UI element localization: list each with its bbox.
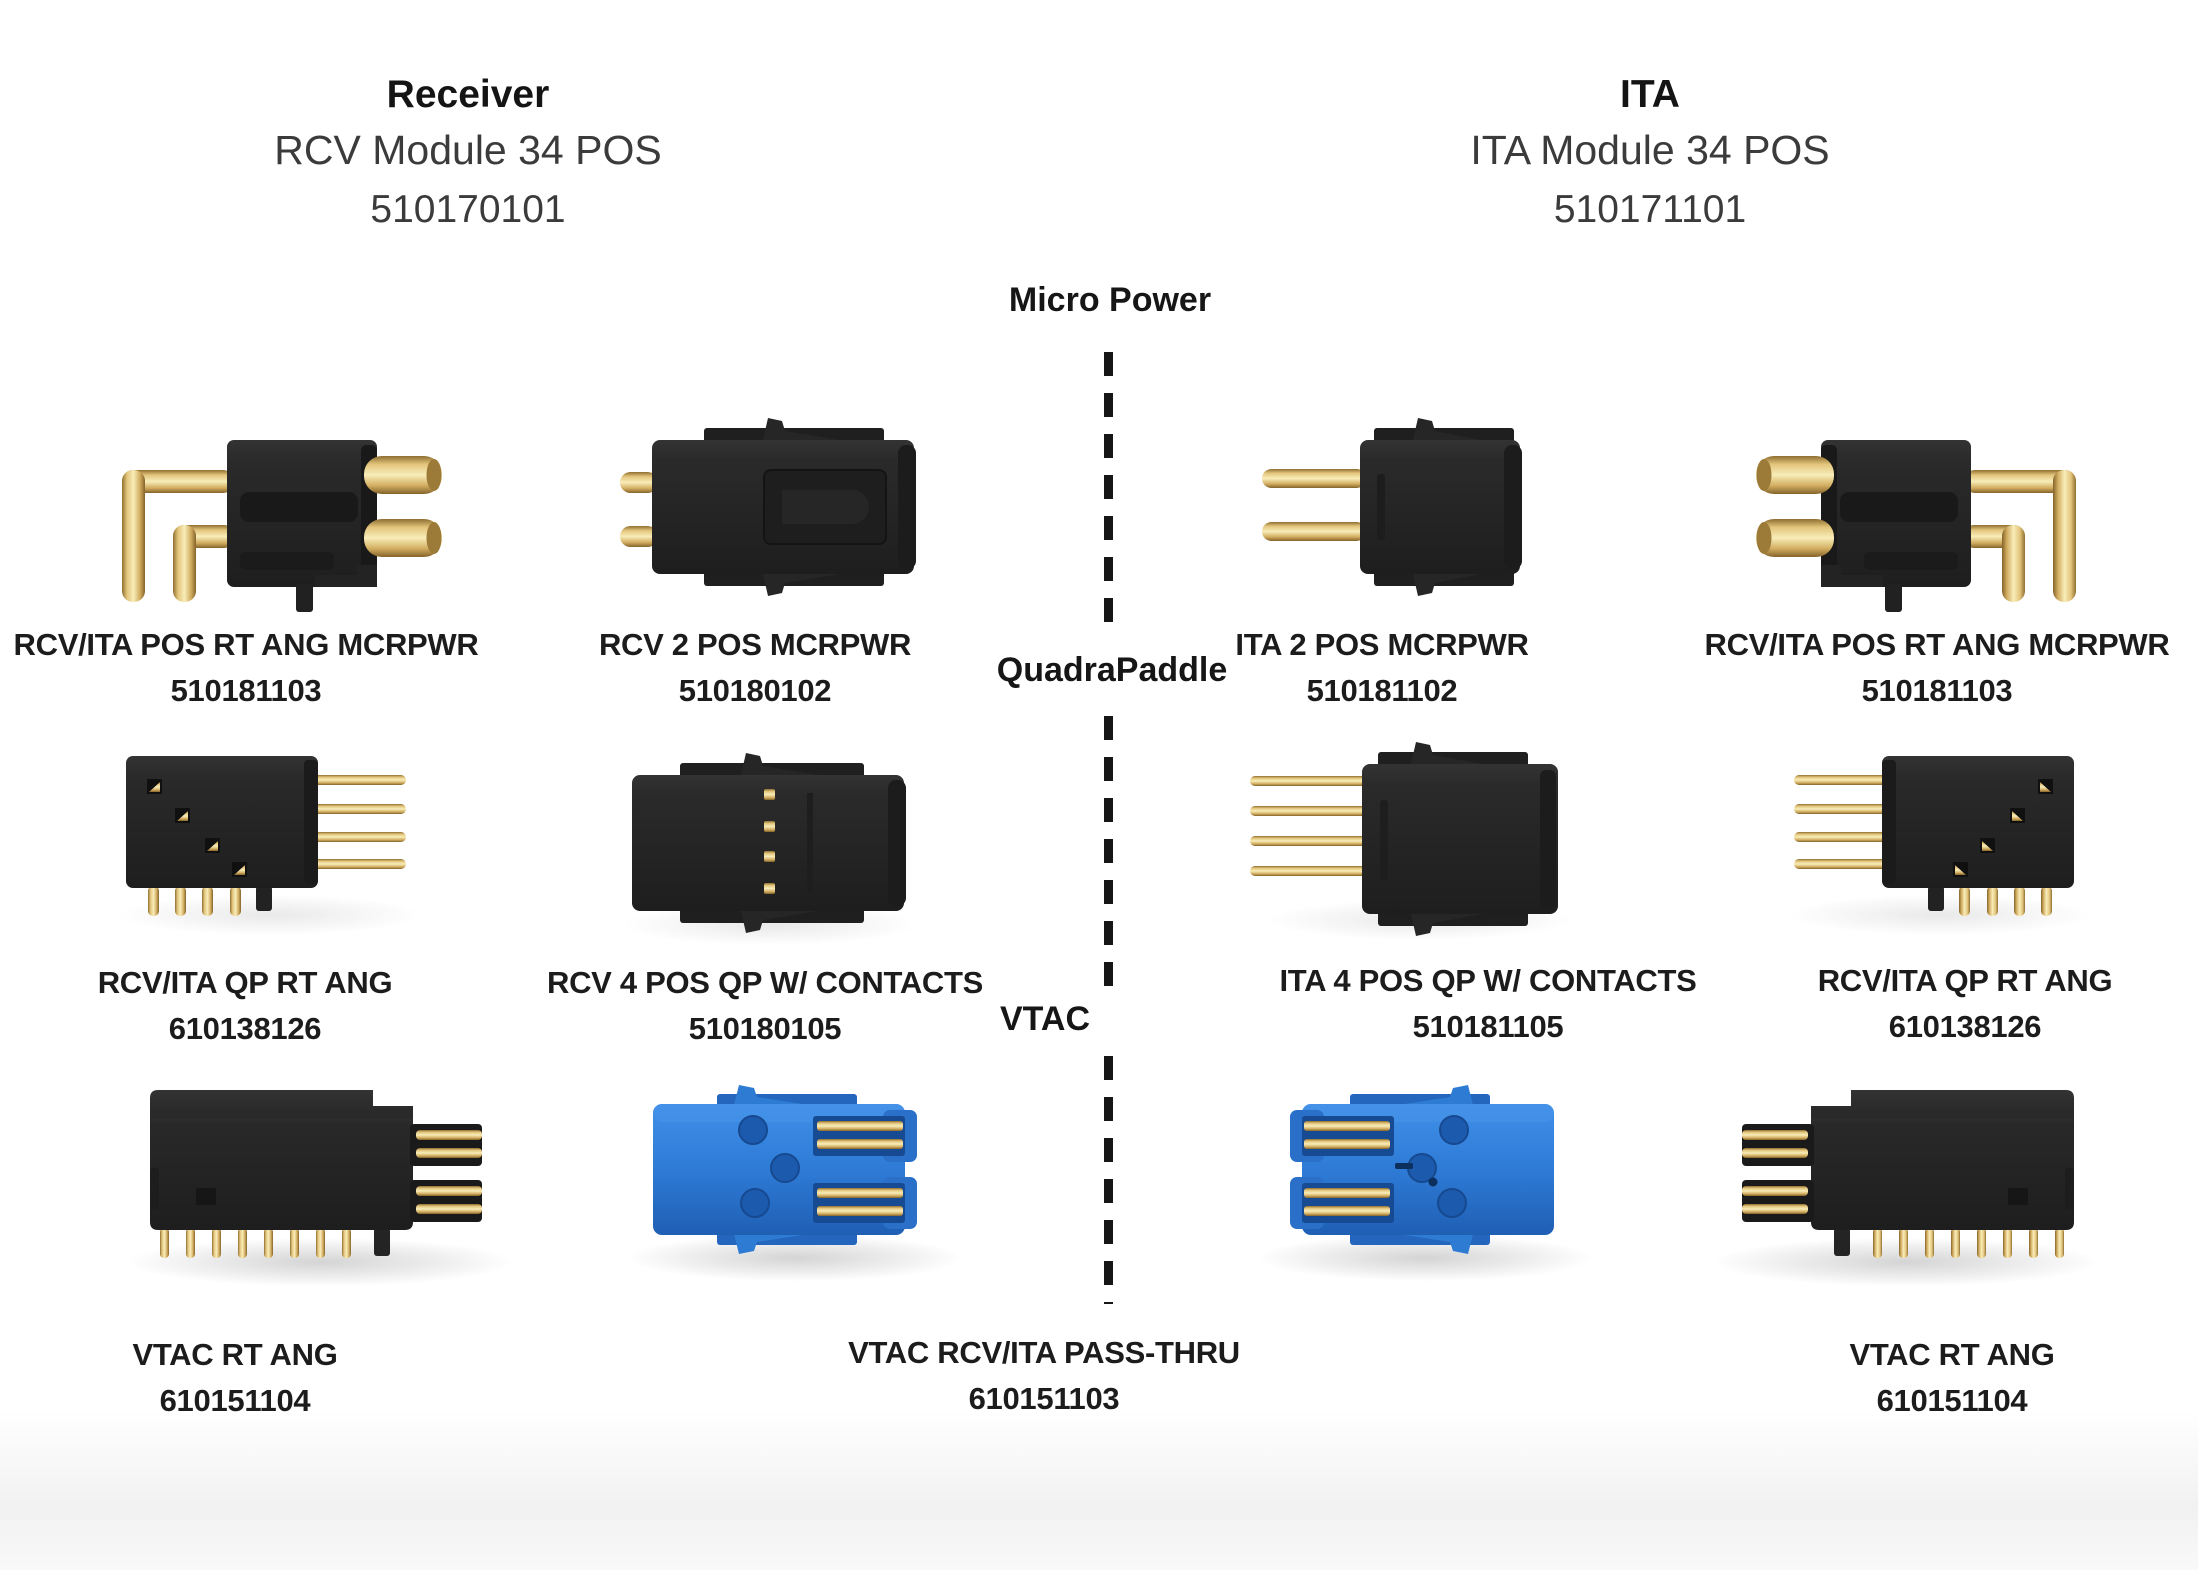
- floor-gradient: [0, 1410, 2198, 1570]
- product-caption: RCV/ITA QP RT ANG 610138126: [98, 960, 393, 1052]
- product-part-number: 610138126: [168, 1011, 322, 1046]
- product-caption: VTAC RT ANG 610151104: [1849, 1332, 2054, 1424]
- connector-rcv-ita-pos-rt-ang-mcrpwr-right: [1748, 432, 2098, 617]
- product-name: RCV/ITA QP RT ANG: [1817, 963, 2113, 998]
- product-name: RCV/ITA QP RT ANG: [97, 965, 393, 1000]
- product-caption: RCV 4 POS QP W/ CONTACTS 510180105: [547, 960, 983, 1052]
- product-caption: RCV/ITA QP RT ANG 610138126: [1818, 958, 2113, 1050]
- connector-vtac-rt-ang-right: [1736, 1078, 2086, 1278]
- product-part-number: 610151103: [968, 1381, 1120, 1416]
- product-part-number: 610151104: [159, 1383, 311, 1418]
- product-caption: RCV 2 POS MCRPWR 510180102: [599, 622, 911, 714]
- product-caption: ITA 4 POS QP W/ CONTACTS 510181105: [1279, 958, 1696, 1050]
- product-caption: VTAC RT ANG 610151104: [132, 1332, 337, 1424]
- connector-ita-4-pos-qp-w-contacts: [1250, 740, 1570, 940]
- product-name: ITA 4 POS QP W/ CONTACTS: [1279, 963, 1697, 998]
- category-label-micro-power: Micro Power: [1008, 281, 1212, 319]
- divider-dashed-segment-3: [1104, 1056, 1113, 1304]
- product-name: VTAC RCV/ITA PASS-THRU: [848, 1335, 1240, 1370]
- product-name: RCV/ITA POS RT ANG MCRPWR: [13, 627, 479, 662]
- receiver-module-part-number: 510170101: [370, 188, 566, 231]
- ita-column-header: ITA ITA Module 34 POS 510171101: [1470, 70, 1829, 240]
- product-name: RCV 4 POS QP W/ CONTACTS: [546, 965, 984, 1000]
- connector-rcv-2-pos-mcrpwr: [612, 412, 942, 602]
- divider-dashed-segment-2: [1104, 716, 1113, 988]
- product-part-number: 510181103: [170, 673, 322, 708]
- category-label-vtac: VTAC: [999, 1000, 1091, 1038]
- receiver-column-header: Receiver RCV Module 34 POS 510170101: [274, 70, 661, 240]
- ita-title: ITA: [1620, 73, 1680, 116]
- ita-module-part-number: 510171101: [1553, 188, 1747, 231]
- product-part-number: 510181103: [1861, 673, 2013, 708]
- product-caption: VTAC RCV/ITA PASS-THRU 610151103: [848, 1330, 1240, 1422]
- connector-vtac-rt-ang-left: [138, 1078, 488, 1278]
- product-part-number: 610138126: [1888, 1009, 2042, 1044]
- connector-rcv-4-pos-qp-w-contacts: [622, 743, 922, 943]
- ita-module-name: ITA Module 34 POS: [1470, 127, 1830, 173]
- product-name: ITA 2 POS MCRPWR: [1235, 627, 1529, 662]
- connector-ita-2-pos-mcrpwr: [1262, 412, 1552, 602]
- product-name: RCV/ITA POS RT ANG MCRPWR: [1704, 627, 2170, 662]
- category-label-quadrapaddle: QuadraPaddle: [996, 651, 1228, 689]
- product-part-number: 510181102: [1306, 673, 1458, 708]
- product-part-number: 510180102: [678, 673, 832, 708]
- product-caption: RCV/ITA POS RT ANG MCRPWR 510181103: [1705, 622, 2170, 714]
- receiver-module-name: RCV Module 34 POS: [274, 127, 662, 173]
- connector-rcv-ita-qp-rt-ang-right: [1782, 750, 2082, 925]
- vtac-ita-face-marking: [1395, 1163, 1438, 1187]
- connector-rcv-ita-qp-rt-ang-left: [118, 750, 418, 925]
- product-name: VTAC RT ANG: [1849, 1337, 2055, 1372]
- product-part-number: 610151104: [1876, 1383, 2028, 1418]
- product-caption: ITA 2 POS MCRPWR 510181102: [1235, 622, 1528, 714]
- connector-rcv-ita-pos-rt-ang-mcrpwr-left: [100, 432, 450, 617]
- product-part-number: 510180105: [688, 1011, 842, 1046]
- receiver-title: Receiver: [386, 73, 550, 116]
- product-part-number: 510181105: [1412, 1009, 1564, 1044]
- product-caption: RCV/ITA POS RT ANG MCRPWR 510181103: [14, 622, 479, 714]
- divider-dashed-segment-1: [1104, 352, 1113, 639]
- connector-vtac-pass-thru-rcv: [645, 1082, 935, 1257]
- product-name: VTAC RT ANG: [132, 1337, 338, 1372]
- product-name: RCV 2 POS MCRPWR: [598, 627, 912, 662]
